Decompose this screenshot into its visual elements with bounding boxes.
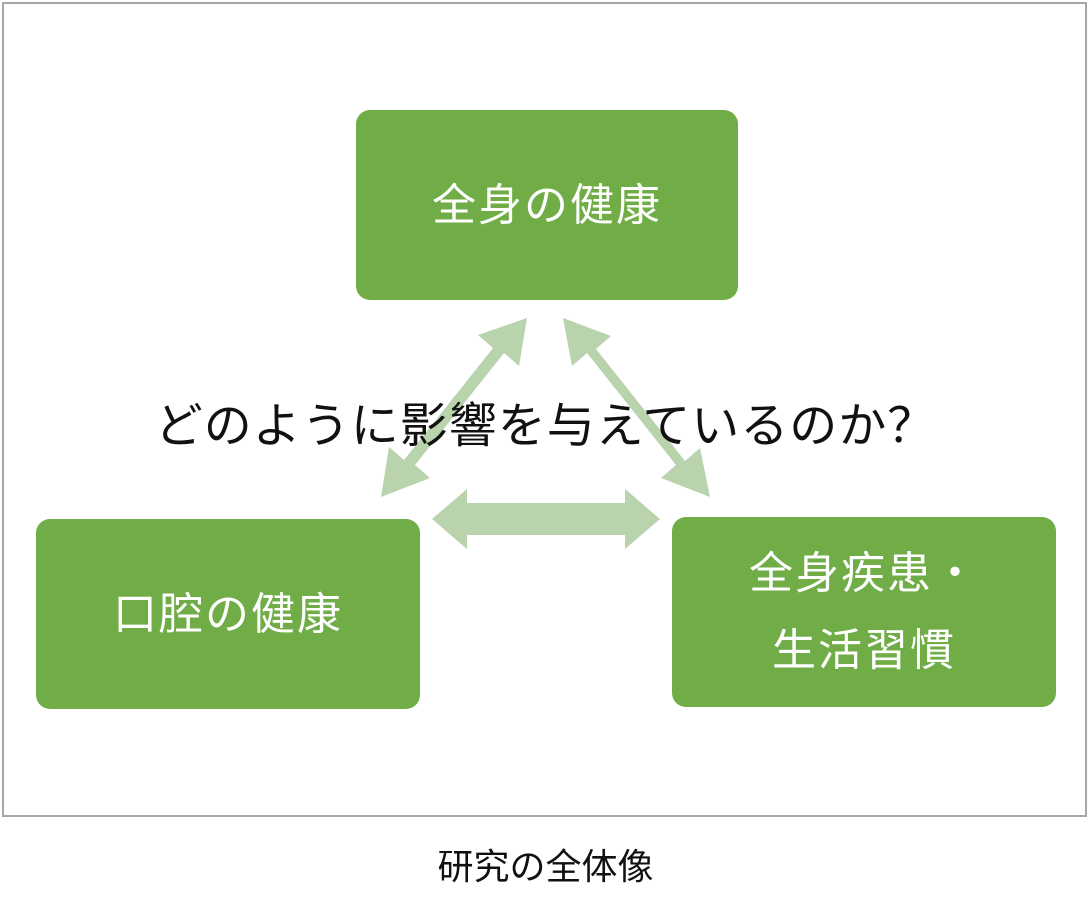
node-oral-health-label: 口腔の健康	[113, 588, 343, 640]
node-whole-body-health-label: 全身の健康	[432, 179, 662, 231]
central-question: どのように影響を与えているのか？	[154, 398, 937, 454]
node-systemic-disease-lifestyle-label: 全身疾患・ 生活習慣	[749, 548, 979, 676]
node-whole-body-health: 全身の健康	[356, 110, 738, 300]
arrow-left-right	[432, 489, 660, 549]
figure-caption: 研究の全体像	[437, 847, 654, 888]
arrow-top-right	[563, 318, 710, 497]
arrow-top-left	[381, 318, 527, 497]
node-systemic-disease-lifestyle: 全身疾患・ 生活習慣	[672, 517, 1056, 707]
node-oral-health: 口腔の健康	[36, 519, 420, 709]
